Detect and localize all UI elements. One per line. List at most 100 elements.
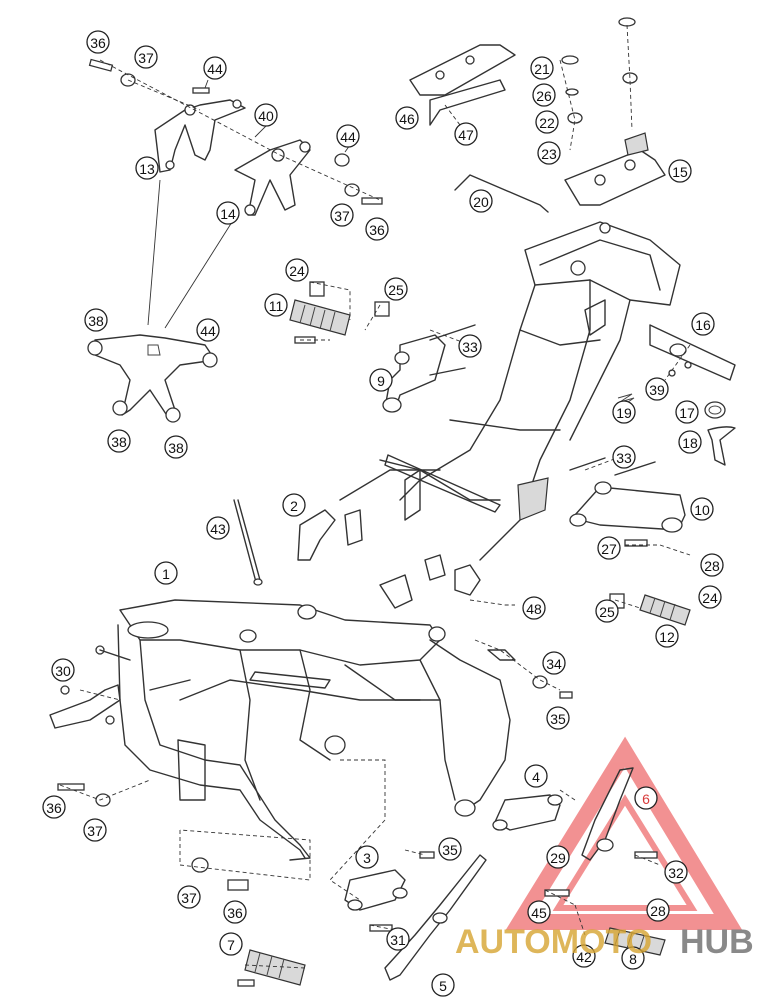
callout-12: 12 xyxy=(655,624,679,648)
callout-36d: 36 xyxy=(223,900,247,924)
ring-17 xyxy=(704,401,726,419)
callout-circle xyxy=(698,585,722,609)
callout-number: 33 xyxy=(462,339,478,355)
callout-number: 15 xyxy=(672,164,688,180)
callout-44c: 44 xyxy=(196,318,220,342)
callout-circle xyxy=(678,430,702,454)
callout-number: 26 xyxy=(536,88,552,104)
callout-23: 23 xyxy=(537,141,561,165)
callout-number: 44 xyxy=(207,61,223,77)
bracket-5 xyxy=(384,854,487,981)
callout-18: 18 xyxy=(678,430,702,454)
hardware xyxy=(57,58,658,987)
callout-35b: 35 xyxy=(546,706,570,730)
callout-47: 47 xyxy=(454,122,478,146)
callout-circle xyxy=(458,334,482,358)
callout-number: 38 xyxy=(88,313,104,329)
callout-44a: 44 xyxy=(203,56,227,80)
callout-19: 19 xyxy=(612,400,636,424)
callout-number: 28 xyxy=(650,903,666,919)
callout-number: 37 xyxy=(334,208,350,224)
callout-number: 18 xyxy=(682,435,698,451)
callout-circle xyxy=(690,497,714,521)
callout-circle xyxy=(537,141,561,165)
callout-number: 4 xyxy=(532,769,540,785)
bracket-14 xyxy=(234,139,311,216)
callout-circle xyxy=(535,110,559,134)
callout-number: 20 xyxy=(473,194,489,210)
callout-26: 26 xyxy=(532,83,556,107)
callout-42: 42 xyxy=(572,944,596,968)
footrest-11 xyxy=(289,299,351,336)
callout-circle xyxy=(386,927,410,951)
callout-number: 30 xyxy=(55,663,71,679)
callout-number: 22 xyxy=(539,115,555,131)
callout-number: 31 xyxy=(390,932,406,948)
callout-circle xyxy=(542,651,566,675)
callout-number: 34 xyxy=(546,656,562,672)
callout-number: 17 xyxy=(679,405,695,421)
callout-number: 25 xyxy=(388,282,404,298)
callout-1: 1 xyxy=(154,561,178,585)
callout-number: 10 xyxy=(694,502,710,518)
steering-stop-bracket xyxy=(49,645,131,729)
callout-circle xyxy=(546,706,570,730)
rear-subframe xyxy=(339,221,681,609)
callout-circle xyxy=(369,368,393,392)
bolt-21-22 xyxy=(561,17,638,124)
callout-number: 35 xyxy=(550,711,566,727)
callout-number: 32 xyxy=(668,865,684,881)
watermark-logo xyxy=(505,736,743,930)
watermark-text: AUTOMOTO HUB xyxy=(455,923,754,961)
callout-circle xyxy=(219,932,243,956)
callout-number: 28 xyxy=(704,558,720,574)
callout-25a: 25 xyxy=(384,277,408,301)
callout-number: 44 xyxy=(200,323,216,339)
callout-number: 44 xyxy=(340,129,356,145)
clip-18 xyxy=(707,426,736,466)
callout-number: 27 xyxy=(601,541,617,557)
callout-number: 24 xyxy=(702,590,718,606)
callout-number: 13 xyxy=(139,161,155,177)
callout-circle xyxy=(621,946,645,970)
callout-circle xyxy=(285,258,309,282)
plate-46 xyxy=(409,44,516,126)
callout-number: 45 xyxy=(531,905,547,921)
callout-circle xyxy=(135,156,159,180)
bracket-6 xyxy=(581,767,634,861)
callout-circle xyxy=(664,860,688,884)
callout-43: 43 xyxy=(206,516,230,540)
callout-number: 12 xyxy=(659,629,675,645)
callout-17: 17 xyxy=(675,400,699,424)
callout-number: 42 xyxy=(576,949,592,965)
callout-21: 21 xyxy=(530,56,554,80)
callout-number: 29 xyxy=(550,850,566,866)
callout-circle xyxy=(700,553,724,577)
callouts: 1234567891011121314151617181920212223242… xyxy=(42,30,724,997)
callout-number: 24 xyxy=(289,263,305,279)
callout-15: 15 xyxy=(668,159,692,183)
callout-7: 7 xyxy=(219,932,243,956)
callout-circle xyxy=(645,377,669,401)
callout-38a: 38 xyxy=(84,308,108,332)
callout-circle xyxy=(365,217,389,241)
callout-number: 46 xyxy=(399,111,415,127)
callout-number: 36 xyxy=(369,222,385,238)
callout-33b: 33 xyxy=(612,445,636,469)
footrest-bracket-right xyxy=(569,457,686,533)
callout-number: 39 xyxy=(649,382,665,398)
callout-circle xyxy=(675,400,699,424)
callout-number: 8 xyxy=(629,951,637,967)
callout-number: 43 xyxy=(210,521,226,537)
callout-circle xyxy=(336,124,360,148)
plate-15 xyxy=(564,132,666,206)
callout-circle xyxy=(597,536,621,560)
callout-number: 48 xyxy=(526,601,542,617)
callout-25b: 25 xyxy=(595,599,619,623)
callout-number: 40 xyxy=(258,108,274,124)
callout-2: 2 xyxy=(282,493,306,517)
callout-number: 47 xyxy=(458,127,474,143)
callout-circle xyxy=(634,786,658,810)
callout-number: 16 xyxy=(695,317,711,333)
